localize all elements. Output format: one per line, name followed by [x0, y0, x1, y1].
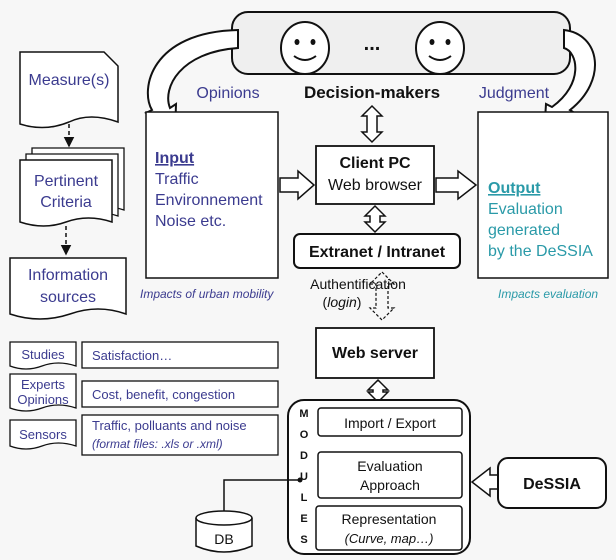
output-box [477, 111, 609, 279]
server-modules-double-arrow [366, 378, 390, 404]
input-line-traffic: Traffic [155, 171, 199, 188]
input-to-client-arrow [279, 169, 316, 201]
measure-label: Measure(s) [29, 72, 110, 89]
db-label: DB [214, 531, 233, 547]
input-title: Input [155, 150, 195, 167]
output-line-dessia: by the DeSSIA [488, 243, 593, 260]
svg-text:S: S [300, 534, 307, 546]
source-row-sensors [9, 414, 279, 456]
output-caption: Impacts evaluation [498, 287, 598, 301]
authentification-label: Authentification [310, 276, 406, 292]
import-export-label: Import / Export [344, 415, 436, 431]
web-server-box [315, 327, 435, 379]
source-tag-experts-line1: Experts [21, 377, 66, 392]
smiley-face-icon [415, 21, 465, 75]
svg-text:U: U [300, 471, 308, 483]
svg-text:D: D [300, 450, 308, 462]
database-cylinder-icon [195, 510, 253, 553]
svg-text:O: O [300, 429, 309, 441]
evaluation-approach-module [317, 451, 463, 499]
extranet-intranet-label: Extranet / Intranet [309, 244, 446, 261]
input-caption: Impacts of urban mobility [140, 287, 274, 301]
login-label: (login) [323, 294, 362, 310]
smiley-face-icon [280, 21, 330, 75]
source-row-experts [9, 373, 279, 412]
source-desc-studies: Satisfaction… [92, 348, 172, 363]
representation-label-line1: Representation [342, 511, 437, 527]
client-pc-title: Client PC [339, 155, 411, 172]
decision-makers-ellipsis: ... [364, 33, 381, 55]
info-label-line1: Information [28, 267, 108, 284]
source-tag-sensors: Sensors [19, 427, 67, 442]
measure-document-shape [19, 51, 119, 129]
decision-makers-label: Decision-makers [304, 83, 440, 102]
output-title: Output [488, 180, 541, 197]
import-export-module [317, 407, 463, 437]
decision-client-double-arrow [360, 104, 384, 144]
representation-label-line2: (Curve, map…) [345, 531, 434, 546]
representation-module [315, 505, 463, 551]
client-pc-subtitle: Web browser [328, 177, 423, 194]
input-line-noise: Noise etc. [155, 213, 226, 230]
auth-dashed-double-arrow [368, 271, 396, 321]
dessia-label: DeSSIA [523, 476, 581, 493]
svg-text:M: M [299, 408, 308, 420]
judgment-label: Judgment [479, 85, 550, 102]
modules-vertical-letters: M O D U L E S [299, 408, 308, 546]
client-extranet-double-arrow [363, 204, 387, 234]
evaluation-label-line1: Evaluation [357, 458, 422, 474]
opinions-label: Opinions [196, 85, 259, 102]
extranet-intranet-box [293, 233, 461, 269]
criteria-stacked-document-shape [19, 147, 125, 227]
input-box [145, 111, 279, 279]
information-sources-document-shape [9, 257, 127, 320]
info-label-line2: sources [40, 289, 96, 306]
client-pc-box [315, 145, 435, 205]
source-desc-sensors-line2: (format files: .xls or .xml) [92, 437, 223, 451]
criteria-label-line1: Pertinent [34, 173, 99, 190]
client-to-output-arrow [435, 169, 478, 201]
dessia-box [497, 457, 607, 509]
web-server-label: Web server [332, 345, 418, 362]
source-tag-experts-line2: Opinions [17, 392, 69, 407]
svg-text:E: E [300, 513, 307, 525]
db-connector-dot [297, 477, 303, 483]
dessia-to-modules-arrow [470, 466, 499, 498]
criteria-label-line2: Criteria [40, 194, 92, 211]
source-desc-sensors-line1: Traffic, polluants and noise [92, 418, 247, 433]
svg-text:L: L [301, 492, 308, 504]
evaluation-label-line2: Approach [360, 477, 420, 493]
source-row-studies [9, 341, 279, 370]
db-connector-line [223, 479, 300, 512]
source-desc-experts: Cost, benefit, congestion [92, 387, 235, 402]
input-line-environment: Environnement [155, 192, 263, 209]
output-line-generated: generated [488, 222, 560, 239]
source-tag-studies: Studies [21, 347, 65, 362]
output-line-evaluation: Evaluation [488, 201, 563, 218]
